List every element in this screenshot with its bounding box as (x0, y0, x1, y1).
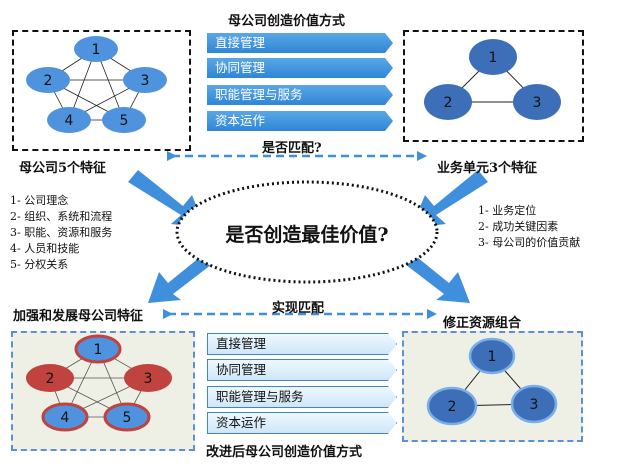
triangle-node-2: 2 (424, 84, 472, 120)
adjusted-portfolio-diagram: 1 2 3 (426, 337, 558, 426)
parent-feature-item: 2- 组织、系统和流程 (10, 210, 113, 223)
business-unit-diagram: 1 2 3 (424, 39, 561, 120)
match-question: 是否匹配? (262, 141, 322, 156)
triangle-node-3: 3 (513, 84, 561, 120)
pentagon-node-2: 2 (26, 67, 70, 93)
improved-parent-diagram: 1 2 3 4 5 (26, 334, 172, 432)
svg-text:4: 4 (65, 113, 74, 129)
top-method-capital: 资本运作 (207, 111, 393, 131)
parent-feature-item: 3- 职能、资源和服务 (10, 226, 113, 239)
realize-match-label: 实现匹配 (272, 301, 325, 316)
bottom-method-synergy: 协同管理 (207, 359, 397, 381)
block-arrow-top-right (411, 170, 488, 228)
adjusted-node-2: 2 (426, 386, 478, 426)
parent-feature-item: 5- 分权关系 (10, 258, 69, 271)
pentagon-node-1: 1 (74, 36, 118, 62)
svg-text:3: 3 (530, 397, 539, 413)
business-features-title: 业务单元3个特征 (437, 161, 538, 176)
svg-text:2: 2 (448, 399, 457, 415)
parent-features-list: 1- 公司理念 2- 组织、系统和流程 3- 职能、资源和服务 4- 人员和技能… (10, 193, 112, 273)
svg-text:3: 3 (144, 371, 153, 387)
svg-text:2: 2 (44, 73, 53, 89)
svg-text:5: 5 (120, 113, 129, 129)
parent-feature-item: 4- 人员和技能 (10, 242, 80, 255)
business-feature-item: 2- 成功关键因素 (478, 220, 559, 233)
strengthen-title: 加强和发展母公司特征 (13, 309, 144, 324)
business-feature-item: 1- 业务定位 (478, 204, 537, 217)
svg-text:2: 2 (46, 371, 55, 387)
center-question: 是否创造最佳价值? (225, 224, 389, 246)
svg-text:3: 3 (141, 73, 150, 89)
svg-text:3: 3 (533, 95, 542, 111)
center-ellipse (175, 180, 439, 284)
improved-node-3: 3 (124, 364, 172, 392)
pentagon-node-4: 4 (47, 107, 91, 133)
svg-text:1: 1 (489, 50, 498, 66)
pentagon-node-5: 5 (102, 107, 146, 133)
block-arrow-top-left (128, 170, 205, 228)
top-method-synergy: 协同管理 (207, 58, 393, 78)
parent-features-title: 母公司5个特征 (19, 161, 107, 176)
business-features-list: 1- 业务定位 2- 成功关键因素 3- 母公司的价值贡献 (478, 203, 580, 251)
bottom-method-function: 职能管理与服务 (207, 386, 397, 408)
block-arrow-bottom-right (397, 249, 470, 303)
svg-text:2: 2 (444, 95, 453, 111)
parent-network-diagram: 1 2 3 4 5 (26, 36, 167, 133)
parent-feature-item: 1- 公司理念 (10, 194, 69, 207)
svg-text:5: 5 (123, 410, 132, 426)
bottom-title: 改进后母公司创造价值方式 (206, 445, 363, 460)
improved-node-1: 1 (74, 334, 122, 364)
bottom-method-capital: 资本运作 (207, 412, 397, 434)
adjusted-node-1: 1 (468, 337, 516, 375)
improved-node-4: 4 (41, 402, 89, 432)
top-method-function: 职能管理与服务 (207, 85, 393, 105)
pentagon-node-3: 3 (123, 67, 167, 93)
svg-text:1: 1 (488, 349, 497, 365)
bottom-method-direct: 直接管理 (207, 333, 397, 355)
adjusted-node-3: 3 (510, 384, 558, 424)
improved-node-2: 2 (26, 364, 74, 392)
top-method-direct: 直接管理 (207, 33, 393, 53)
adjust-title: 修正资源组合 (443, 316, 522, 331)
top-title: 母公司创造价值方式 (228, 14, 346, 29)
svg-text:4: 4 (61, 410, 70, 426)
improved-node-5: 5 (103, 402, 151, 432)
triangle-node-1: 1 (469, 39, 517, 75)
svg-text:1: 1 (92, 42, 101, 58)
svg-text:1: 1 (94, 342, 103, 358)
business-feature-item: 3- 母公司的价值贡献 (478, 236, 581, 249)
